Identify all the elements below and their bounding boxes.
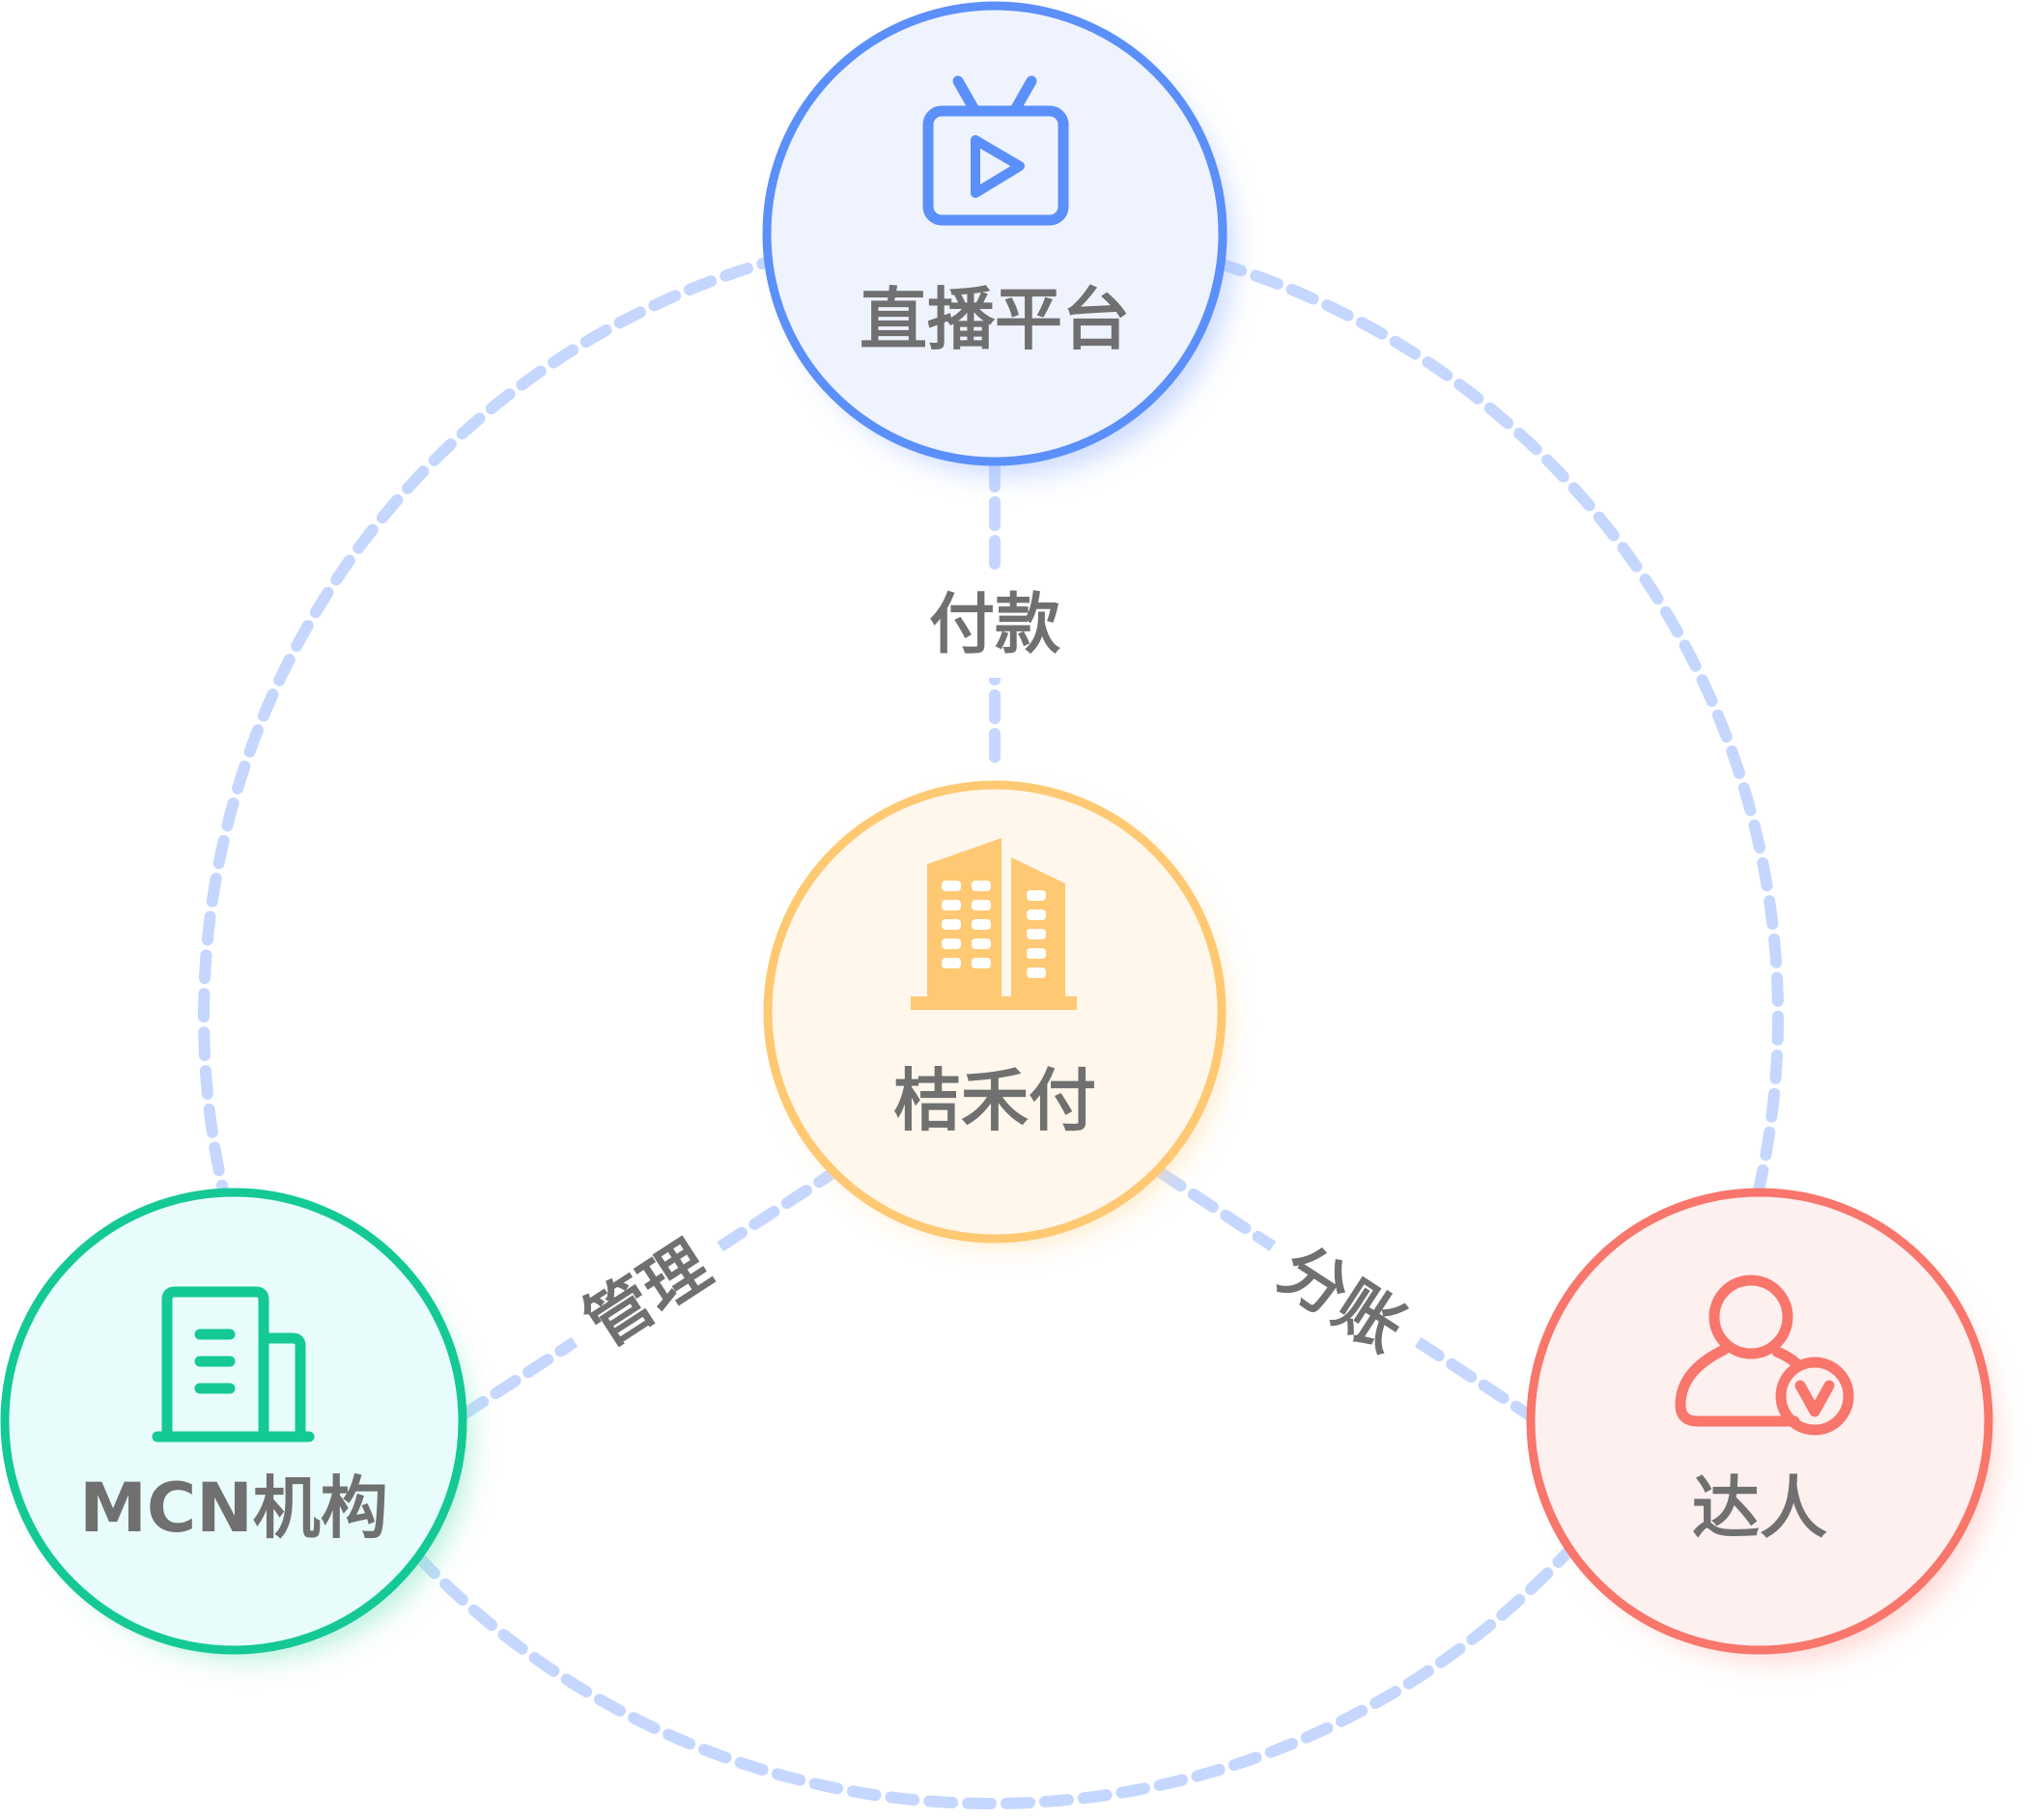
node-label-live-platform: 直播平台 [860,280,1130,359]
tv-play-icon [922,75,1069,226]
verified-user-icon [1675,1274,1854,1436]
edge-label-payment: 付款 [929,587,1060,663]
node-juhefu: 桔禾付 [763,780,1227,1246]
node-label-mcn-agency: MCN机构 [79,1469,388,1548]
office-buildings-icon [911,838,1077,1010]
node-label-juhefu: 桔禾付 [893,1061,1096,1140]
node-live-platform: 直播平台 [762,1,1233,475]
node-mcn-agency: MCN机构 [0,1188,469,1659]
node-influencer: 达人 [1526,1188,1995,1661]
connector-left-center [458,1162,846,1420]
company-building-icon [152,1286,315,1442]
node-label-influencer: 达人 [1692,1469,1827,1548]
